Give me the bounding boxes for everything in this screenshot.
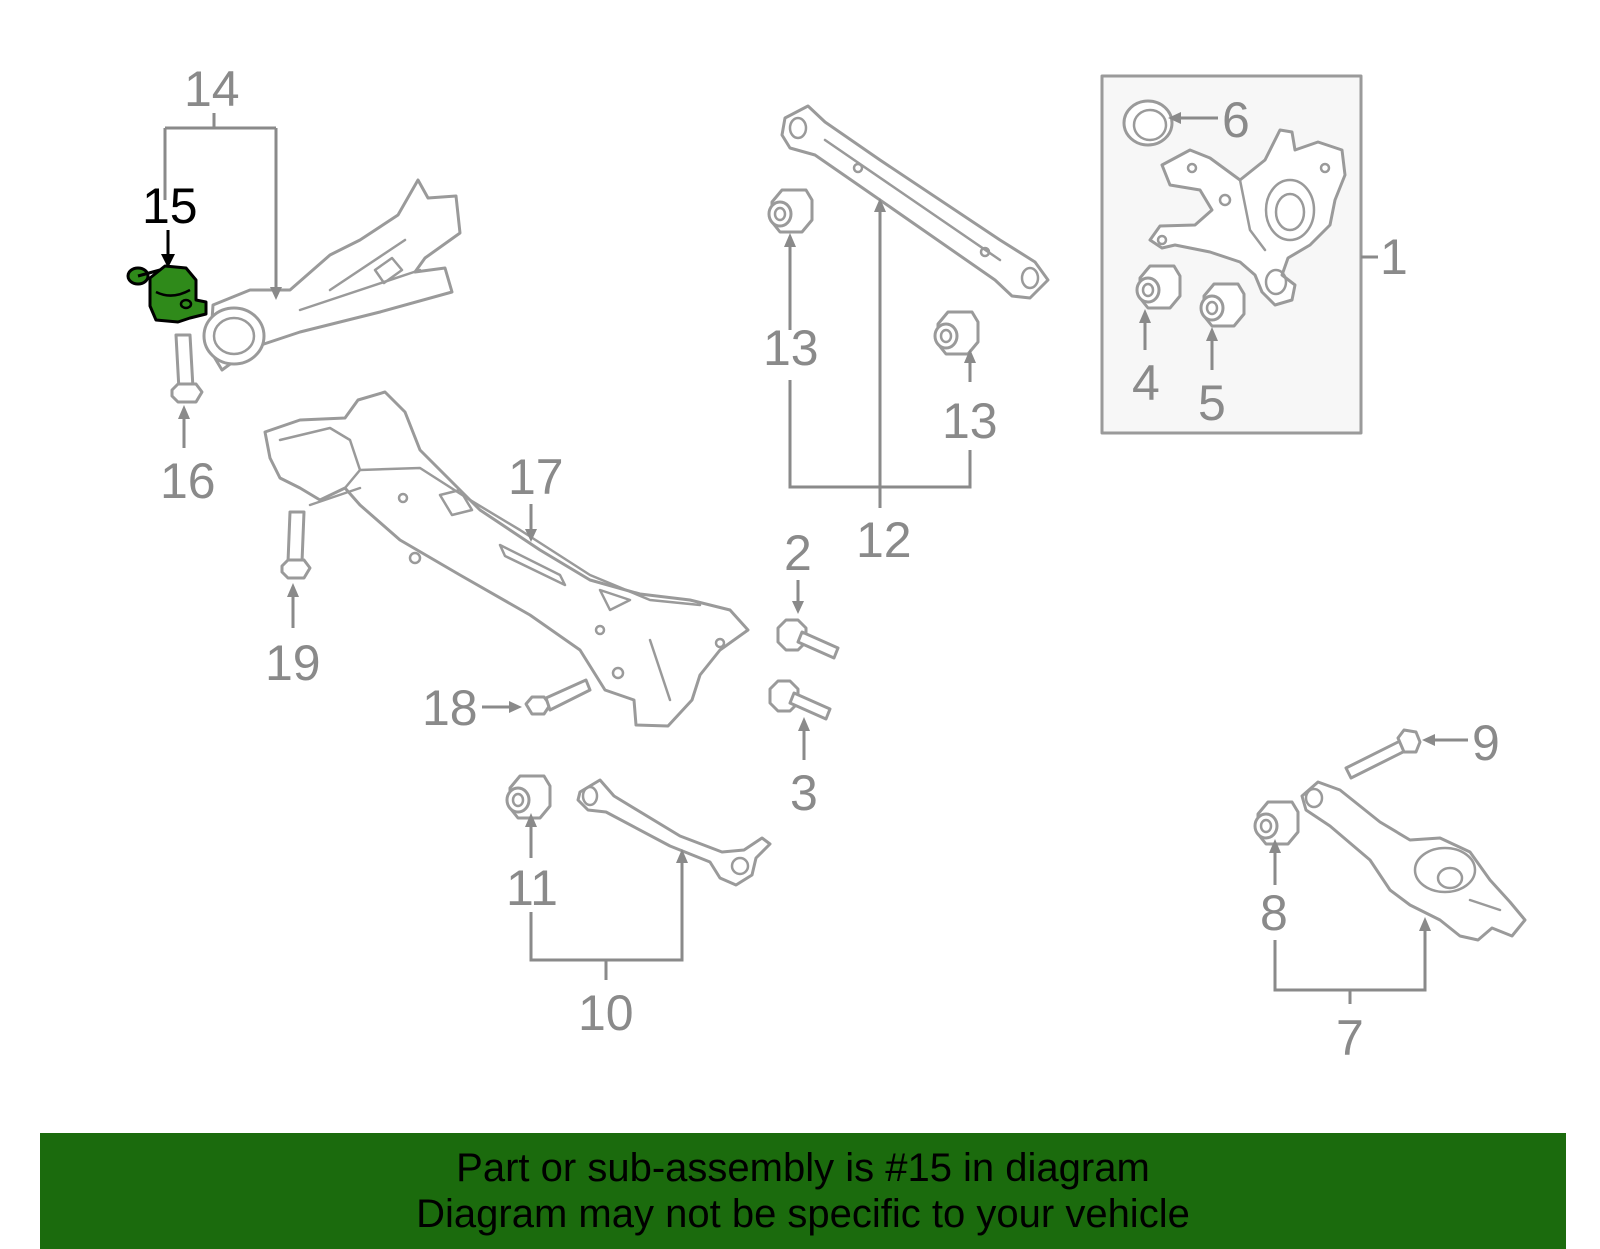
leader-5 bbox=[1206, 327, 1218, 370]
knuckle-assembly-box-part-1 bbox=[1100, 74, 1363, 435]
bolt-part-19 bbox=[280, 510, 312, 580]
bushing-part-8 bbox=[1253, 800, 1300, 846]
callout-6: 6 bbox=[1222, 92, 1250, 148]
callout-10: 10 bbox=[578, 985, 634, 1041]
callout-3: 3 bbox=[790, 765, 818, 821]
bolt-part-2 bbox=[776, 618, 840, 660]
callout-1: 1 bbox=[1380, 229, 1408, 285]
callout-17: 17 bbox=[508, 449, 564, 505]
bushing-part-13a bbox=[767, 188, 814, 234]
callout-16: 16 bbox=[160, 453, 216, 509]
leader-4 bbox=[1139, 309, 1151, 350]
bushing-part-4 bbox=[1135, 264, 1182, 310]
bushing-part-13b bbox=[933, 310, 980, 356]
parts-diagram: 14 15 16 17 19 18 2 3 13 13 12 11 10 1 6… bbox=[126, 61, 1527, 1066]
bolt-part-16 bbox=[170, 333, 204, 404]
callout-13b: 13 bbox=[942, 393, 998, 449]
callout-9: 9 bbox=[1472, 715, 1500, 771]
bushing-part-5 bbox=[1199, 282, 1246, 328]
bolt-part-3 bbox=[768, 679, 832, 721]
leader-17 bbox=[525, 504, 537, 542]
leader-12-13 bbox=[784, 198, 976, 508]
bushing-part-11 bbox=[505, 774, 552, 820]
callout-13a: 13 bbox=[763, 320, 819, 376]
callout-19: 19 bbox=[265, 635, 321, 691]
seal-ring-part-6 bbox=[1122, 99, 1174, 147]
bolt-part-9 bbox=[1344, 728, 1422, 780]
leader-7-8 bbox=[1269, 839, 1431, 1004]
callout-2: 2 bbox=[784, 525, 812, 581]
callout-18: 18 bbox=[422, 680, 478, 736]
leader-14 bbox=[163, 113, 282, 300]
leader-2 bbox=[792, 580, 804, 614]
info-banner: Part or sub-assembly is #15 in diagram D… bbox=[40, 1133, 1566, 1249]
bolt-part-18 bbox=[524, 678, 592, 716]
banner-line-2: Diagram may not be specific to your vehi… bbox=[416, 1192, 1190, 1236]
crossmember-part-17 bbox=[263, 390, 750, 728]
leader-10-11 bbox=[525, 813, 688, 980]
callout-15: 15 bbox=[142, 178, 198, 234]
lower-arm-part-7 bbox=[1300, 780, 1527, 942]
leader-9 bbox=[1422, 734, 1468, 746]
banner-line-1: Part or sub-assembly is #15 in diagram bbox=[456, 1146, 1150, 1190]
callout-12: 12 bbox=[856, 512, 912, 568]
callout-5: 5 bbox=[1198, 375, 1226, 431]
callout-7: 7 bbox=[1336, 1010, 1364, 1066]
leader-3 bbox=[798, 717, 810, 760]
callout-14: 14 bbox=[184, 61, 240, 117]
leader-16 bbox=[178, 405, 190, 448]
link-part-10 bbox=[576, 778, 772, 887]
leader-15 bbox=[161, 230, 175, 268]
leader-6 bbox=[1168, 112, 1218, 124]
leader-19 bbox=[287, 583, 299, 628]
callout-4: 4 bbox=[1132, 355, 1160, 411]
leader-18 bbox=[482, 701, 522, 713]
callout-8: 8 bbox=[1260, 885, 1288, 941]
trailing-arm-part-14 bbox=[202, 178, 462, 372]
callout-11: 11 bbox=[506, 860, 558, 916]
lateral-link-part-12 bbox=[780, 104, 1050, 300]
bushing-part-15 bbox=[126, 264, 208, 324]
